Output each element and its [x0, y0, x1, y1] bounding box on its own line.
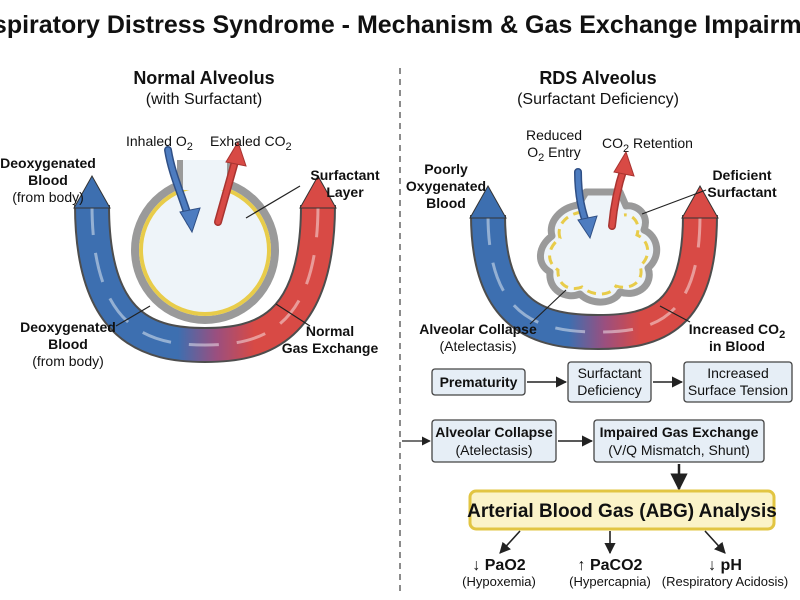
svg-text:O2 Entry: O2 Entry	[527, 144, 581, 164]
page-title: Respiratory Distress Syndrome - Mechanis…	[0, 11, 800, 39]
svg-text:(V/Q Mismatch, Shunt): (V/Q Mismatch, Shunt)	[608, 442, 750, 458]
surfactant-deficiency-box	[567, 361, 652, 403]
normal-gas-exchange-label: Normal Gas Exchange	[275, 303, 379, 356]
svg-text:Alveolar Collapse: Alveolar Collapse	[419, 321, 537, 337]
prematurity-box	[431, 368, 526, 396]
svg-text:(Atelectasis): (Atelectasis)	[439, 338, 516, 354]
rds-deoxy-flow-arrow-icon	[469, 184, 507, 219]
svg-text:Layer: Layer	[326, 184, 364, 200]
result-ph: ↓ pH (Respiratory Acidosis)	[662, 557, 788, 589]
rds-title: RDS Alveolus	[539, 68, 656, 88]
svg-text:Reduced: Reduced	[526, 127, 582, 143]
oxy-flow-arrow-icon	[299, 174, 337, 209]
pathophysiology-flowchart: Prematurity Surfactant Deficiency Increa…	[402, 361, 793, 589]
svg-text:↓ pH: ↓ pH	[708, 557, 742, 574]
increased-co2-pointer	[659, 305, 691, 323]
prematurity-text: Prematurity	[440, 374, 518, 390]
arrow-abg-pao2	[499, 530, 521, 554]
arrow-abg-ph	[704, 530, 726, 554]
svg-text:Impaired Gas Exchange: Impaired Gas Exchange	[600, 424, 759, 440]
svg-text:Surfactant: Surfactant	[578, 365, 642, 381]
svg-text:(Hypercapnia): (Hypercapnia)	[569, 574, 651, 589]
normal-title: Normal Alveolus	[133, 68, 274, 88]
svg-text:(Atelectasis): (Atelectasis)	[455, 442, 532, 458]
svg-text:Alveolar Collapse: Alveolar Collapse	[435, 424, 553, 440]
normal-panel: Normal Alveolus (with Surfactant) Inhale…	[0, 68, 380, 369]
deficient-pointer	[641, 189, 707, 215]
deoxy-flow-arrow-icon	[73, 174, 111, 209]
reduced-o2-label: Reduced O2 Entry	[526, 127, 582, 164]
deoxy-bottom-pointer	[115, 305, 151, 327]
svg-text:Poorly: Poorly	[424, 161, 468, 177]
rds-subtitle: (Surfactant Deficiency)	[517, 91, 679, 108]
surface-tension-box	[683, 361, 793, 403]
svg-text:Deoxygenated: Deoxygenated	[20, 319, 116, 335]
svg-text:Blood: Blood	[28, 172, 68, 188]
svg-text:Deficient: Deficient	[712, 167, 771, 183]
exhaled-co2-label: Exhaled CO2	[210, 133, 292, 153]
rds-alveolus	[537, 188, 661, 306]
normal-alveolus	[131, 160, 279, 324]
poorly-oxygenated-label: Poorly Oxygenated Blood	[406, 161, 486, 211]
surfactant-pointer	[245, 185, 301, 219]
surfactant-layer-label: Surfactant Layer	[245, 167, 380, 219]
deoxy-top-label: Deoxygenated Blood (from body)	[0, 155, 96, 205]
abg-analysis-box	[468, 489, 776, 531]
deficient-surfactant-layer	[548, 210, 649, 296]
svg-text:Deficiency: Deficiency	[577, 382, 642, 398]
normal-capillary	[73, 174, 337, 364]
gas-exchange-pointer	[275, 303, 311, 327]
inhaled-o2-label: Inhaled O2	[126, 133, 193, 153]
deoxy-bottom-label: Deoxygenated Blood (from body)	[20, 305, 151, 369]
svg-text:Normal: Normal	[306, 323, 354, 339]
result-paco2: ↑ PaCO2 (Hypercapnia)	[569, 557, 651, 589]
rds-capillary	[469, 184, 719, 351]
svg-text:(from body): (from body)	[32, 353, 104, 369]
svg-text:↓ PaO2: ↓ PaO2	[472, 557, 525, 574]
svg-text:in Blood: in Blood	[709, 338, 765, 354]
svg-text:Increased CO2: Increased CO2	[689, 321, 785, 341]
alveolar-collapse-label: Alveolar Collapse (Atelectasis)	[419, 289, 567, 354]
increased-co2-label: Increased CO2 in Blood	[659, 305, 785, 354]
svg-text:Gas Exchange: Gas Exchange	[282, 340, 379, 356]
svg-text:Blood: Blood	[48, 336, 88, 352]
abg-analysis-text: Arterial Blood Gas (ABG) Analysis	[467, 501, 777, 522]
svg-text:(Respiratory Acidosis): (Respiratory Acidosis)	[662, 574, 788, 589]
svg-text:Oxygenated: Oxygenated	[406, 178, 486, 194]
svg-text:(Hypoxemia): (Hypoxemia)	[462, 574, 536, 589]
svg-text:Surfactant: Surfactant	[310, 167, 380, 183]
alveolar-collapse-box	[431, 419, 557, 463]
svg-text:↑ PaCO2: ↑ PaCO2	[578, 557, 643, 574]
svg-text:Increased: Increased	[707, 365, 768, 381]
svg-text:Blood: Blood	[426, 195, 466, 211]
svg-text:Deoxygenated: Deoxygenated	[0, 155, 96, 171]
svg-text:Surface Tension: Surface Tension	[688, 382, 788, 398]
svg-text:(from body): (from body)	[12, 189, 84, 205]
deficient-surfactant-label: Deficient Surfactant	[641, 167, 777, 215]
collapse-pointer	[529, 289, 567, 325]
co2-retention-label: CO2 Retention	[602, 135, 693, 155]
svg-text:Surfactant: Surfactant	[707, 184, 777, 200]
rds-panel: RDS Alveolus (Surfactant Deficiency) Red…	[406, 68, 785, 354]
impaired-gas-exchange-box	[593, 419, 765, 463]
normal-subtitle: (with Surfactant)	[146, 91, 262, 108]
rds-oxy-flow-arrow-icon	[681, 184, 719, 219]
result-pao2: ↓ PaO2 (Hypoxemia)	[462, 557, 536, 589]
